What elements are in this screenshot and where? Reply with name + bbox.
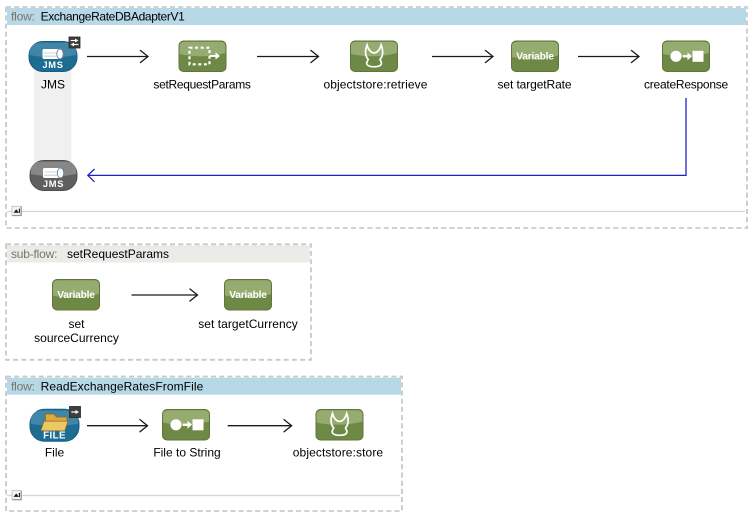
svg-text:objectstore:store: objectstore:store [293,446,384,460]
svg-text:sourceCurrency: sourceCurrency [34,331,119,345]
svg-text:ReadExchangeRatesFromFile: ReadExchangeRatesFromFile [41,379,204,393]
svg-text:ExchangeRateDBAdapterV1: ExchangeRateDBAdapterV1 [41,10,186,24]
svg-text:sub-flow:: sub-flow: [11,247,57,261]
svg-text:createResponse: createResponse [644,78,728,92]
svg-text:File: File [45,446,65,460]
svg-text:JMS: JMS [43,179,64,189]
svg-text:JMS: JMS [42,60,63,70]
svg-text:setRequestParams: setRequestParams [153,78,251,92]
svg-text:flow:: flow: [11,10,35,24]
svg-text:flow:: flow: [11,379,35,393]
svg-text:setRequestParams: setRequestParams [67,247,169,261]
svg-text:Variable: Variable [516,52,554,63]
svg-text:Variable: Variable [229,290,267,301]
svg-text:set targetRate: set targetRate [498,78,572,92]
svg-text:Variable: Variable [57,290,95,301]
svg-text:File to String: File to String [153,446,220,460]
svg-text:set: set [68,317,85,331]
svg-text:JMS: JMS [41,78,65,92]
svg-text:FILE: FILE [43,430,66,441]
svg-text:objectstore:retrieve: objectstore:retrieve [323,78,427,92]
svg-text:set targetCurrency: set targetCurrency [198,317,298,331]
